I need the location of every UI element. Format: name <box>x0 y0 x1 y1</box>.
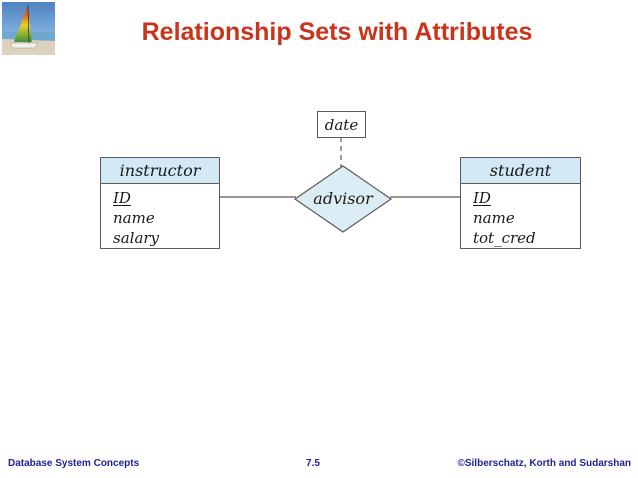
entity-student: student ID name tot_cred <box>460 157 581 249</box>
entity-header-instructor: instructor <box>101 158 219 184</box>
sailboat-logo <box>2 2 55 55</box>
attribute-box-date: date <box>317 111 366 138</box>
entity-attribute: ID <box>473 189 491 207</box>
entity-attribute: ID <box>113 189 131 207</box>
footer-page-number: 7.5 <box>306 458 320 469</box>
entity-header-student: student <box>461 158 580 184</box>
footer-copyright: ©Silberschatz, Korth and Sudarshan <box>457 458 631 469</box>
entity-attribute: salary <box>113 229 160 247</box>
page-title: Relationship Sets with Attributes <box>141 18 533 46</box>
entity-attribute: name <box>113 209 155 227</box>
footer-book-title: Database System Concepts <box>8 458 140 469</box>
entity-attribute: name <box>473 209 515 227</box>
entity-attributes-student: ID name tot_cred <box>461 184 580 248</box>
entity-attribute: tot_cred <box>473 229 536 247</box>
attribute-label-date: date <box>324 115 359 134</box>
entity-attributes-instructor: ID name salary <box>101 184 219 248</box>
entity-instructor: instructor ID name salary <box>100 157 220 249</box>
relationship-label-advisor: advisor <box>313 189 373 208</box>
